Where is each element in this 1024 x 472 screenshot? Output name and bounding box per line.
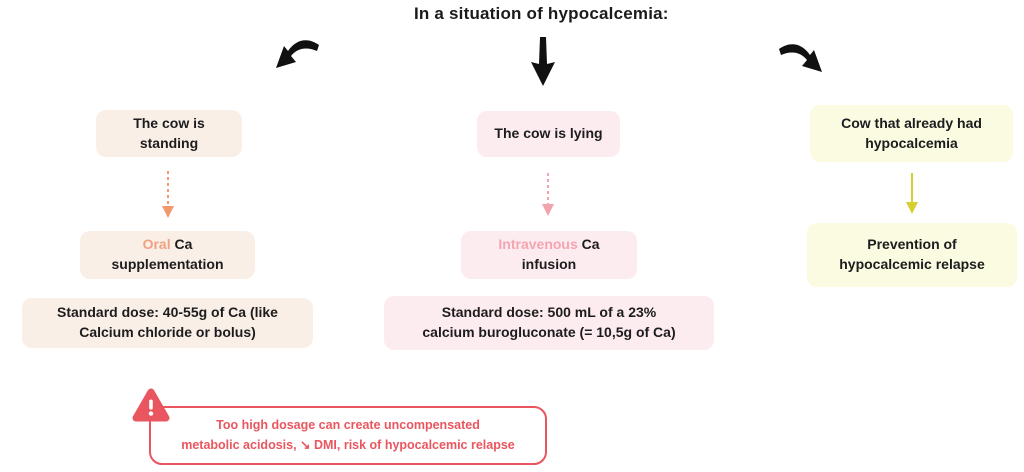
dose-text-line: calcium burogluconate (= 10,5g of Ca) — [422, 324, 676, 340]
condition-text-line: hypocalcemia — [865, 134, 958, 151]
dose-text-line: Standard dose: 500 mL of a 23% — [441, 304, 657, 321]
warning-text-line: metabolic acidosis, ↘ DMI, risk of hypoc… — [181, 437, 515, 452]
outcome-text-line: Prevention of — [867, 236, 957, 253]
condition-box-standing: The cow is standing — [96, 110, 242, 157]
warning-triangle-icon — [132, 388, 170, 422]
condition-text-line: standing — [139, 134, 199, 151]
branch-arrow-center-icon — [531, 37, 555, 86]
treatment-text: Ca — [581, 236, 600, 253]
branch-arrow-right-icon — [779, 44, 822, 72]
condition-text-line: The cow is lying — [494, 125, 603, 142]
dose-box-iv: Standard dose: 500 mL of a 23% calcium b… — [384, 296, 714, 350]
condition-box-prior-hypocalcemia: Cow that already had hypocalcemia — [810, 105, 1013, 162]
dose-text-line: Standard dose: 40-55g of Ca (like — [57, 304, 278, 321]
outcome-text-line: hypocalcemic relapse — [839, 256, 985, 272]
treatment-text-line: supplementation — [111, 256, 224, 272]
dose-text-line: Calcium chloride or bolus) — [79, 324, 256, 340]
connector-arrow-prevention-icon — [906, 173, 918, 214]
warning-text-line: Too high dosage can create uncompensated — [216, 418, 480, 433]
condition-text-line: The cow is — [133, 114, 205, 131]
condition-text-line: Cow that already had — [841, 114, 982, 131]
connector-arrow-iv-icon — [542, 173, 554, 216]
condition-box-lying: The cow is lying — [477, 111, 620, 157]
connector-arrow-oral-icon — [162, 171, 174, 218]
outcome-box-prevention: Prevention of hypocalcemic relapse — [807, 223, 1017, 287]
dose-box-oral: Standard dose: 40-55g of Ca (like Calciu… — [22, 298, 313, 348]
treatment-accent-oral: Oral — [142, 236, 171, 253]
branch-arrow-left-icon — [276, 40, 319, 68]
treatment-text: Ca — [174, 236, 193, 253]
treatment-text-line: infusion — [521, 256, 577, 272]
warning-box: Too high dosage can create uncompensated… — [149, 406, 547, 465]
treatment-accent-iv: Intravenous — [498, 236, 578, 253]
diagram-title: In a situation of hypocalcemia: — [414, 4, 669, 23]
